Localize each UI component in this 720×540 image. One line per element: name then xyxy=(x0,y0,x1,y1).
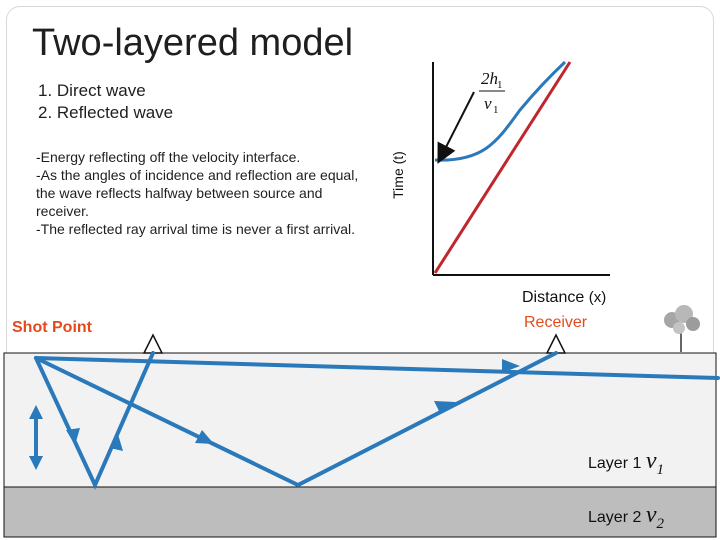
intercept-denominator: v xyxy=(484,94,492,113)
layer-velocity: v1 xyxy=(645,448,664,478)
ray-paths xyxy=(34,351,720,490)
note-item: -As the angles of incidence and reflecti… xyxy=(36,167,359,219)
velocity-subscript: 2 xyxy=(656,515,664,532)
graph-y-axis-label: Time (t) xyxy=(390,151,406,199)
list-item: 2. Reflected wave xyxy=(38,103,174,122)
reflected-ray xyxy=(34,351,558,488)
direct-wave-line xyxy=(433,61,572,274)
x-axis-unit: (x) xyxy=(588,289,607,306)
vertical-down-arrow-icon xyxy=(29,456,43,470)
travel-time-graph: 2h 1 v 1 xyxy=(432,60,610,276)
vertical-up-arrow-icon xyxy=(29,405,43,419)
note-item: -The reflected ray arrival time is never… xyxy=(36,221,355,237)
intercept-numerator: 2h xyxy=(481,69,498,88)
velocity-symbol: v xyxy=(645,502,657,528)
steep-up-arrow-icon xyxy=(110,431,123,451)
receiver-marker xyxy=(545,333,567,354)
steep-down-arrow-icon xyxy=(66,428,80,445)
intercept-label: 2h 1 v 1 xyxy=(479,69,505,116)
velocity-subscript: 1 xyxy=(656,461,664,478)
list-item: 1. Direct wave xyxy=(38,81,146,100)
layer-1-label: Layer 1 v1 xyxy=(588,448,664,479)
graph-x-axis-label: Distance (x) xyxy=(522,289,606,307)
wave-type-list: 1. Direct wave 2. Reflected wave xyxy=(38,80,173,124)
layer-name: Layer 2 xyxy=(588,509,642,526)
intercept-denominator-sub: 1 xyxy=(493,104,499,116)
layer-2-label: Layer 2 v2 xyxy=(588,502,664,533)
velocity-symbol: v xyxy=(645,448,657,474)
layer-name: Layer 1 xyxy=(588,455,642,472)
direct-ray-arrow-icon xyxy=(502,359,520,373)
x-axis-label-text: Distance xyxy=(522,289,585,306)
receiver-label: Receiver xyxy=(524,314,588,331)
ray-arrowheads xyxy=(29,359,520,470)
slide-title: Two-layered model xyxy=(32,22,354,64)
reflected-wave-curve xyxy=(434,60,567,162)
layer-2 xyxy=(3,486,717,538)
reflected-down-arrow-icon xyxy=(195,430,214,444)
tree-icon xyxy=(664,305,700,352)
explanation-notes: -Energy reflecting off the velocity inte… xyxy=(36,148,366,238)
shot-point-label: Shot Point xyxy=(12,319,92,336)
intercept-numerator-sub: 1 xyxy=(497,79,503,91)
steep-ray-1 xyxy=(34,351,155,490)
layer-velocity: v2 xyxy=(645,502,664,532)
note-item: -Energy reflecting off the velocity inte… xyxy=(36,149,301,165)
reflected-up-arrow-icon xyxy=(434,401,456,413)
shot-point-marker xyxy=(142,333,164,354)
intercept-arrow xyxy=(437,91,475,164)
